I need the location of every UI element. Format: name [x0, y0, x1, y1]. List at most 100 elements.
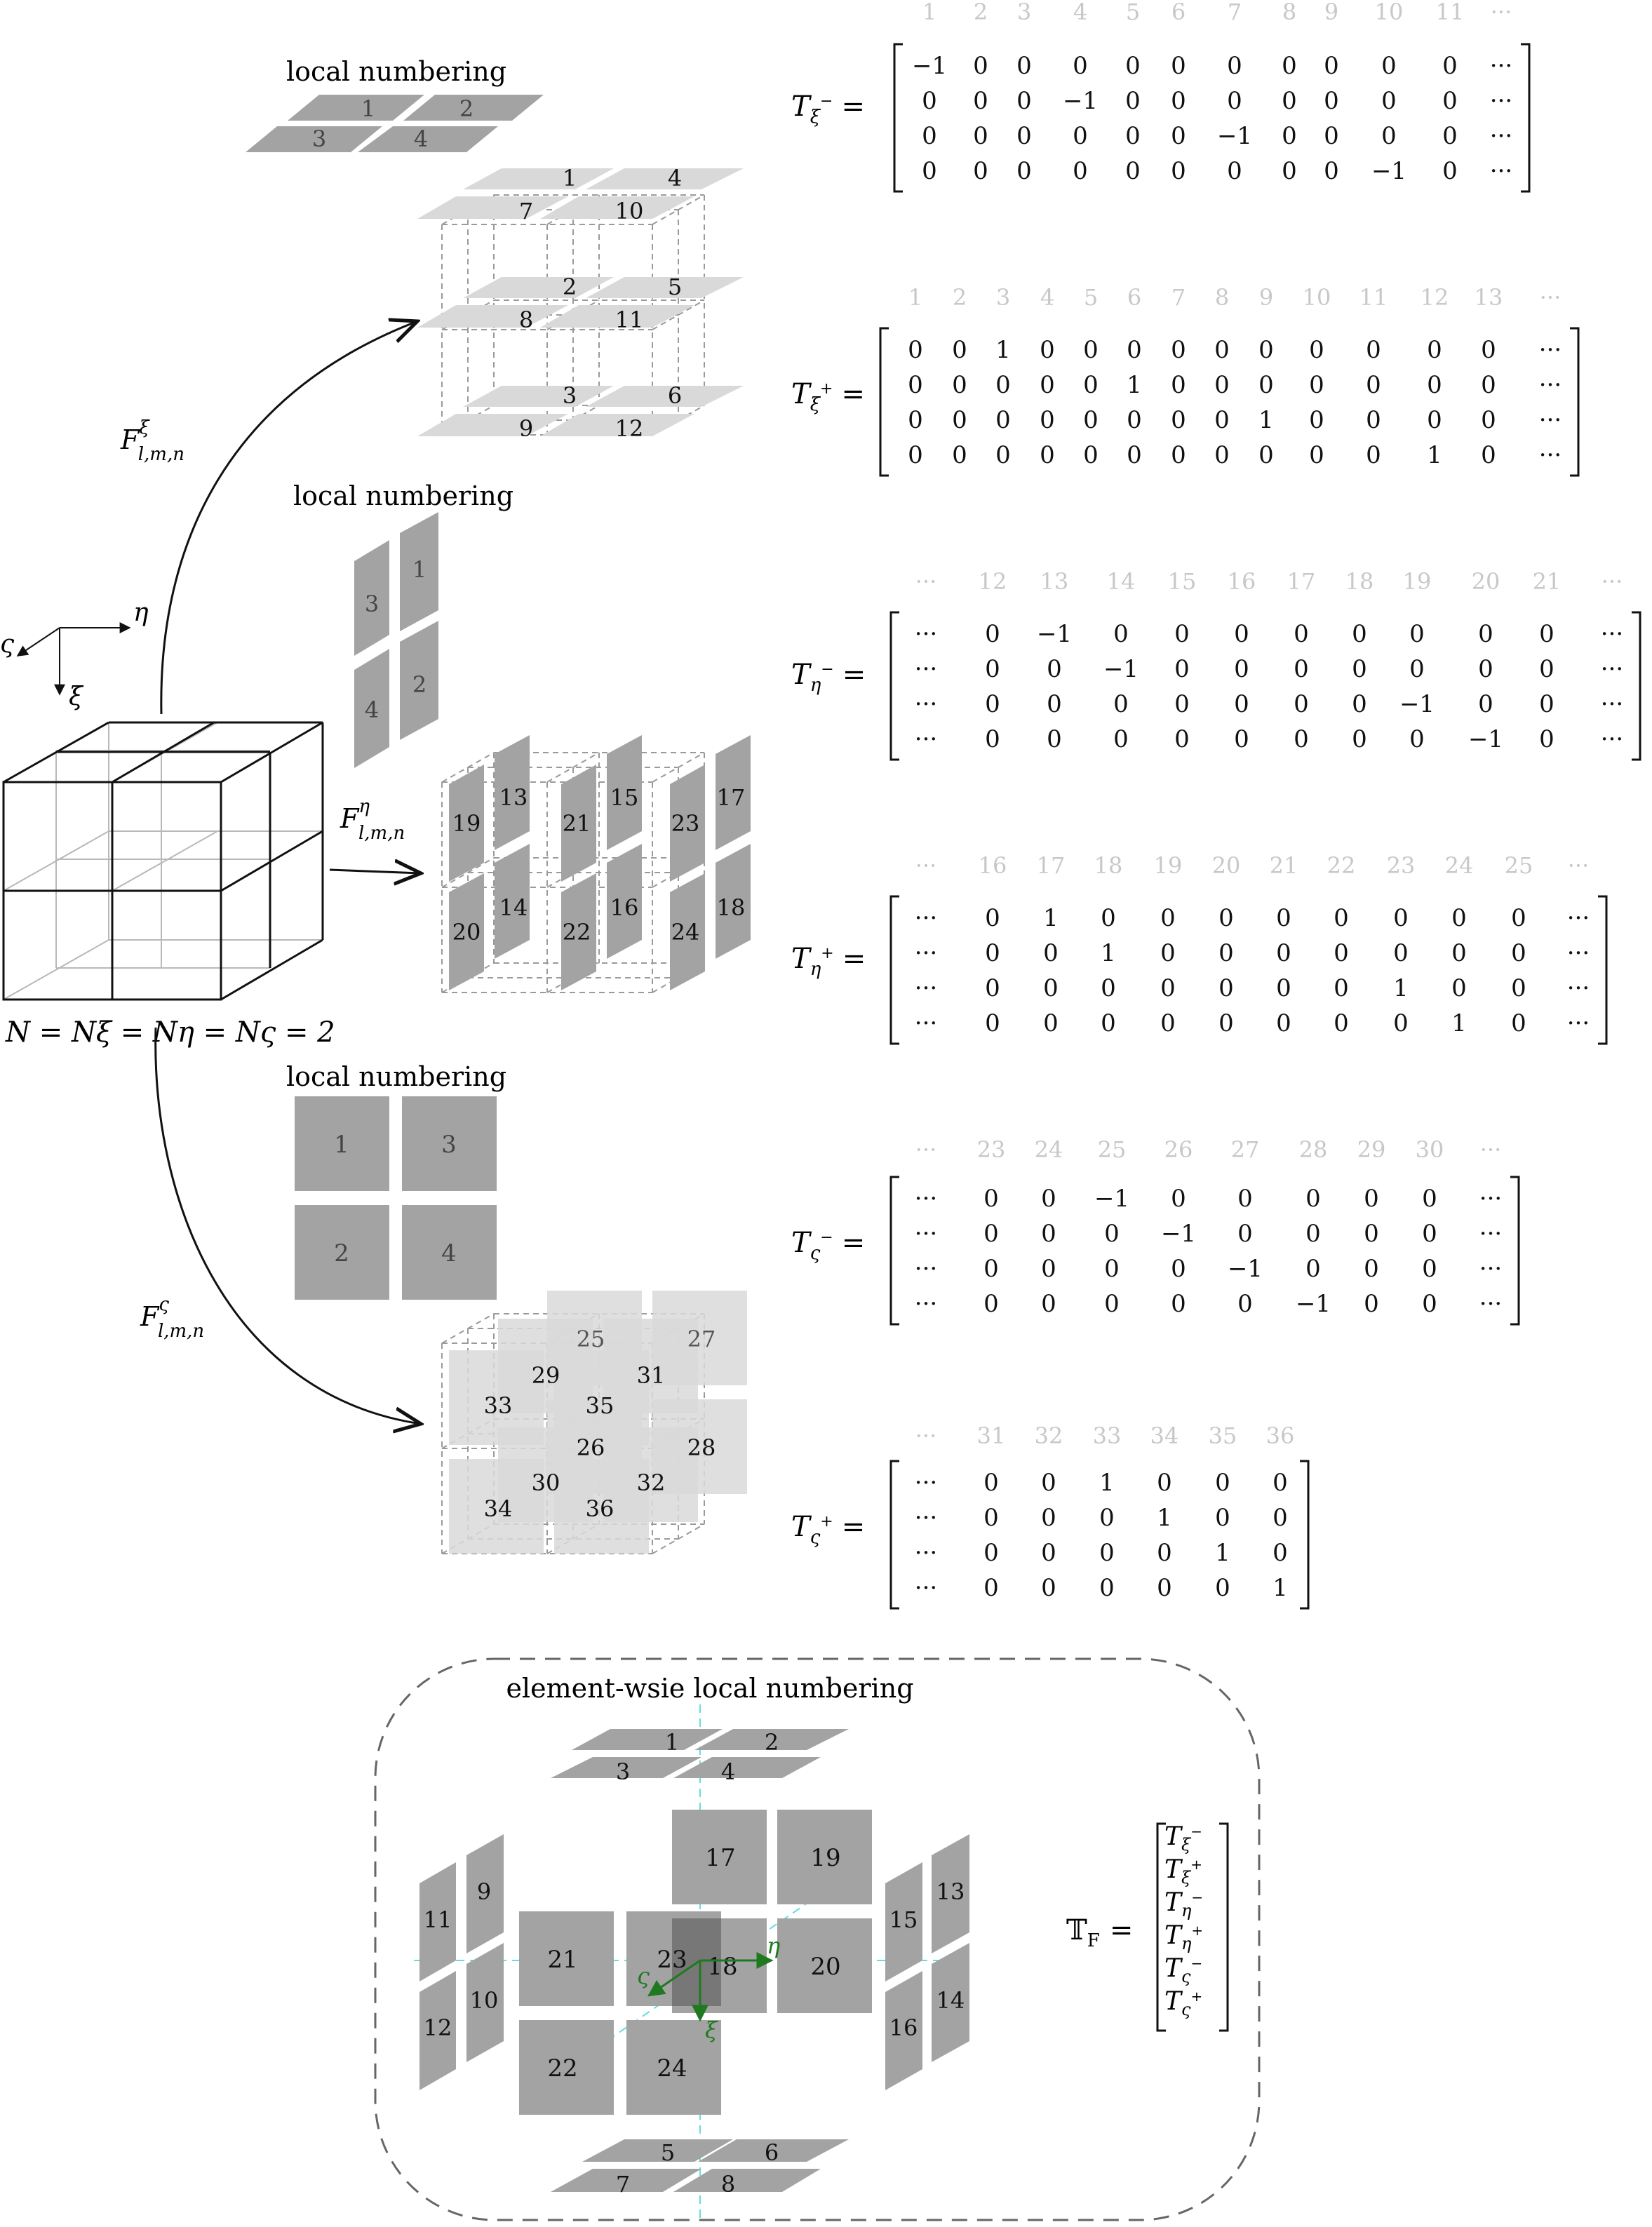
matrix-cell: 0 — [1040, 441, 1055, 469]
matrix-cell: ··· — [915, 1469, 937, 1497]
matrix-cell: 0 — [1073, 122, 1088, 150]
matrix-bracket-right — [1510, 1176, 1520, 1326]
element-face-label: 24 — [657, 2054, 687, 2083]
element-face-label: 7 — [616, 2171, 630, 2198]
matrix-bracket-right — [1300, 1460, 1310, 1610]
cube-eta-face-label: 24 — [671, 919, 700, 946]
matrix-cell: 0 — [1478, 690, 1493, 718]
element-face-label: 1 — [665, 1729, 679, 1756]
cube-sigma-face-label: 36 — [586, 1495, 615, 1522]
matrix-header-cell: 11 — [1359, 284, 1388, 311]
matrix-cell: 0 — [1258, 336, 1274, 364]
cube-xi-face-label: 11 — [615, 307, 644, 333]
matrix-cell: 0 — [1409, 620, 1425, 648]
matrix-header-cell: 24 — [1035, 1136, 1063, 1163]
matrix-cell: 0 — [1157, 1539, 1172, 1567]
element-face-label: 21 — [547, 1946, 577, 1974]
matrix-cell: −1 — [1468, 725, 1503, 753]
matrix-header-cell: 5 — [1084, 284, 1098, 311]
matrix-header-cell: 7 — [1228, 0, 1242, 25]
matrix-cell: 0 — [1125, 122, 1141, 150]
matrix-cell: 0 — [1352, 725, 1367, 753]
matrix-header-cell: 12 — [1421, 284, 1449, 311]
tf-entry: Tη− — [1164, 1888, 1203, 1920]
matrix-cell: 0 — [1539, 655, 1554, 683]
tf-vector: 𝕋F=Tξ−Tξ+Tη−Tη+Tς−Tς+ — [1066, 1822, 1229, 2032]
matrix-cell: 0 — [1016, 157, 1032, 185]
matrix-cell: 0 — [1160, 974, 1176, 1002]
matrix-header-cell: ··· — [1568, 852, 1590, 879]
cube-sigma-face-label: 32 — [637, 1469, 666, 1496]
matrix-cell: 0 — [1041, 1469, 1056, 1497]
matrix-cell: 0 — [1160, 904, 1176, 932]
matrix-cell: 0 — [1422, 1290, 1437, 1318]
matrix-header-cell: ··· — [915, 1136, 937, 1163]
matrix-cell: 0 — [1073, 157, 1088, 185]
element-axis-sigma: ς — [637, 1963, 650, 1989]
matrix-cell: 0 — [1214, 406, 1230, 434]
matrix-cell: 0 — [952, 371, 967, 399]
matrix-cell: 0 — [1282, 87, 1297, 115]
matrix-cell: 0 — [1258, 441, 1274, 469]
matrix-cell: 0 — [1427, 406, 1442, 434]
matrix-cell: 0 — [1511, 974, 1526, 1002]
tf-bracket-right — [1219, 1822, 1229, 2032]
matrix-cell: 1 — [1043, 904, 1059, 932]
matrix-cell: 0 — [1294, 655, 1309, 683]
matrix-cell: 1 — [1127, 371, 1142, 399]
matrix-cell: 0 — [1309, 336, 1324, 364]
matrix-cell: 0 — [1309, 441, 1324, 469]
matrix-header-cell: 18 — [1094, 852, 1123, 879]
matrix-cell: 0 — [1422, 1220, 1437, 1248]
element-face-label: 9 — [477, 1878, 491, 1905]
matrix-cell: 0 — [1218, 939, 1234, 967]
cube-sigma-face-label: 25 — [577, 1326, 605, 1352]
matrix-cell: −1 — [1037, 620, 1072, 648]
matrix-cell: −1 — [1228, 1255, 1263, 1283]
matrix-cell: 0 — [1258, 371, 1274, 399]
matrix-cell: 0 — [1352, 690, 1367, 718]
matrix-label: Tη−= — [791, 659, 866, 696]
matrix-cell: 0 — [1539, 620, 1554, 648]
cube-sigma-face-label: 31 — [637, 1362, 666, 1389]
matrix-cell: 0 — [922, 157, 937, 185]
matrix-cell: 1 — [1427, 441, 1442, 469]
matrix-cell: 0 — [1393, 939, 1409, 967]
matrix-cell: 0 — [1334, 904, 1349, 932]
matrix-header-cell: 17 — [1037, 852, 1066, 879]
matrix-cell: 0 — [1125, 52, 1141, 80]
matrix-cell: 0 — [973, 157, 988, 185]
element-face-label: 5 — [661, 2139, 675, 2166]
matrix-cell: 0 — [1171, 371, 1186, 399]
matrix-cell: 0 — [983, 1574, 999, 1602]
matrix-cell: 0 — [1272, 1539, 1288, 1567]
matrix-cell: −1 — [1371, 157, 1406, 185]
matrix-cell: ··· — [1567, 904, 1590, 932]
matrix-cell: ··· — [1539, 406, 1562, 434]
matrix-cell: ··· — [1539, 441, 1562, 469]
matrix-cell: 0 — [1427, 336, 1442, 364]
matrix-cell: 0 — [983, 1469, 999, 1497]
matrix-cell: 0 — [922, 87, 937, 115]
matrix-cell: 0 — [1104, 1290, 1120, 1318]
matrix-cell: 1 — [995, 336, 1011, 364]
element-face-label: 22 — [547, 2054, 577, 2083]
matrix-header-cell: ··· — [915, 1422, 937, 1449]
element-face-label: 6 — [765, 2139, 779, 2166]
matrix-cell: 0 — [1324, 87, 1339, 115]
cube-eta-face-label: 14 — [499, 894, 528, 921]
matrix-cell: ··· — [915, 725, 937, 753]
matrix-cell: ··· — [1539, 371, 1562, 399]
matrix-cell: 0 — [1101, 1009, 1116, 1037]
n-equation: N = Nξ = Nη = Nς = 2 — [5, 1016, 335, 1049]
matrix-header-cell: 26 — [1164, 1136, 1193, 1163]
matrix-header-cell: ··· — [1601, 568, 1623, 595]
cube-sigma-face-label: 27 — [687, 1326, 716, 1352]
matrix-cell: 0 — [1309, 371, 1324, 399]
matrix-header-cell: 28 — [1299, 1136, 1328, 1163]
tf-entry: Tξ+ — [1164, 1855, 1202, 1888]
matrix-cell: 0 — [1481, 441, 1496, 469]
matrix-cell: ··· — [915, 620, 937, 648]
matrix-header-cell: 32 — [1035, 1422, 1063, 1449]
matrix-header-cell: 20 — [1472, 568, 1500, 595]
